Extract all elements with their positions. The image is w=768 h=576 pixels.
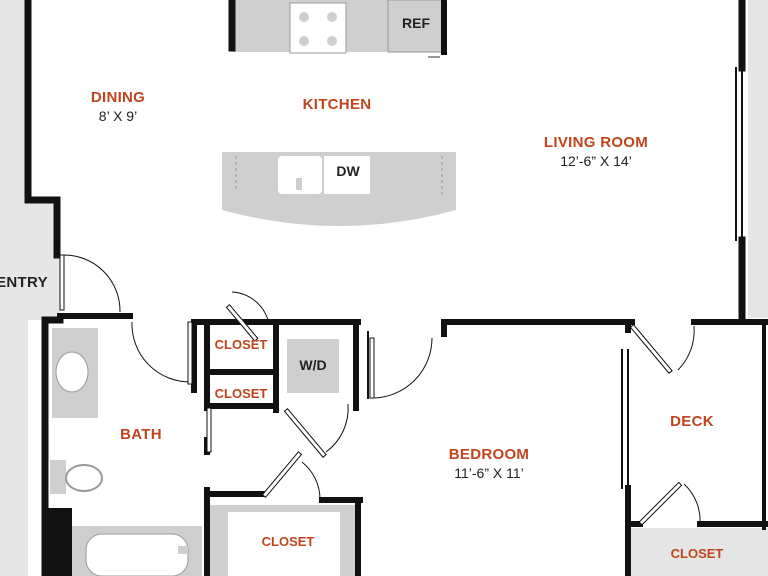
entry-label: ENTRY [0, 274, 48, 291]
outside-area-right [748, 0, 768, 318]
closet-door-lower [206, 407, 212, 453]
bath-label: BATH [120, 426, 162, 443]
closet-label-deck: CLOSET [670, 546, 724, 561]
bathtub-basin [85, 533, 189, 576]
outside-area-entry [0, 200, 60, 320]
closet-label-bedroom: CLOSET [261, 534, 315, 549]
washer-dryer [287, 339, 339, 393]
burner-icon [299, 36, 309, 46]
burner-icon [327, 36, 337, 46]
bedroom-dims: 11’-6” X 11’ [454, 465, 524, 481]
refrigerator [387, 0, 445, 53]
deck-label: DECK [670, 413, 714, 430]
toilet-icon [65, 464, 103, 492]
bedroom-door-swing [373, 337, 433, 399]
closet-label-lower: CLOSET [214, 386, 268, 401]
closet-door-upper [225, 304, 259, 342]
wd-label: W/D [299, 357, 327, 373]
walls [24, 0, 768, 576]
wd-door-swing [325, 403, 349, 453]
deck-door [629, 324, 673, 374]
sink-faucet [296, 178, 302, 190]
deck-closet-door-swing [683, 483, 701, 525]
bedroom-closet-door [261, 451, 303, 498]
doors [59, 254, 701, 526]
closet-door-swing [231, 291, 269, 321]
deck-door-swing [677, 325, 695, 371]
island-overhang-line [235, 156, 443, 196]
ref-label: REF [402, 15, 430, 31]
bedroom-label: BEDROOM [448, 446, 530, 463]
bedroom-closet-door-swing [301, 461, 321, 501]
cooktop [289, 2, 347, 54]
tub-faucet [178, 546, 188, 554]
burner-icon [299, 12, 309, 22]
living-room-label: LIVING ROOM [543, 134, 649, 151]
dishwasher [324, 156, 370, 194]
deck-closet-fill [628, 528, 768, 576]
dining-dims: 8’ X 9’ [98, 108, 138, 124]
dining-label: DINING [90, 89, 146, 106]
entry-door-swing [63, 254, 121, 313]
bath-door-swing [131, 321, 191, 383]
deck-closet-door [638, 481, 683, 526]
bath-door [187, 321, 193, 385]
burner-icon [327, 12, 337, 22]
wd-door [283, 408, 327, 458]
sink-icon [55, 351, 89, 393]
toilet-tank [50, 460, 66, 494]
dw-label: DW [336, 163, 360, 179]
closet-label-upper: CLOSET [214, 337, 268, 352]
entry-door [59, 254, 65, 311]
kitchen-label: KITCHEN [302, 96, 372, 113]
bedroom-closet-interior [228, 512, 340, 576]
living-room-dims: 12’-6” X 14’ [560, 153, 632, 169]
bedroom-door [369, 337, 375, 399]
island-sink [278, 156, 322, 194]
